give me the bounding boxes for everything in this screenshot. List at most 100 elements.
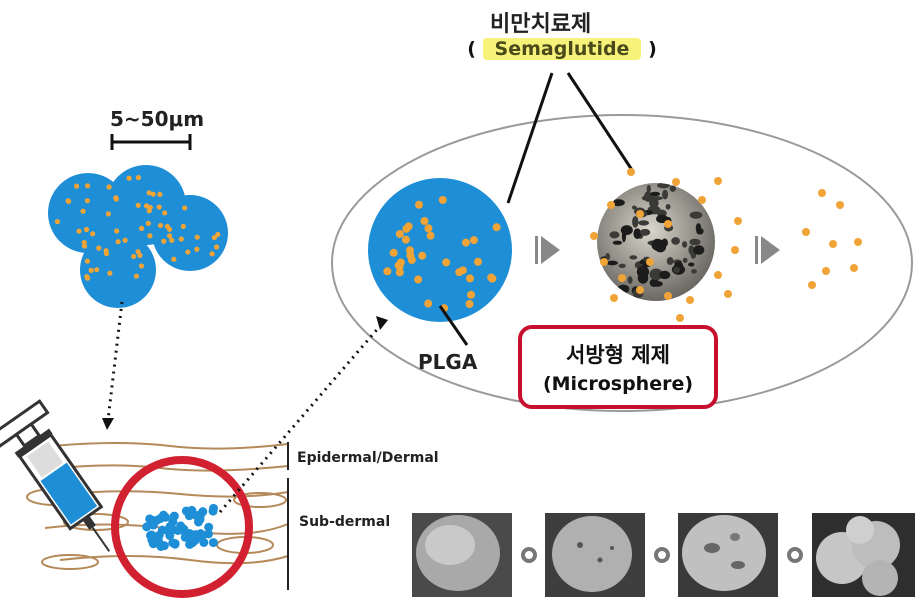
drug-dot: [731, 246, 739, 254]
drug-dot: [94, 267, 100, 273]
drug-open-paren: (: [467, 38, 476, 60]
drug-dot: [600, 258, 608, 266]
microsphere: [181, 506, 191, 516]
pore: [689, 211, 703, 219]
drug-dot: [166, 226, 173, 232]
drug-dot: [209, 251, 215, 257]
drug-dot: [135, 249, 141, 255]
microsphere: [198, 507, 208, 517]
drug-dot: [461, 238, 470, 247]
drug-dot: [467, 290, 476, 299]
drug-dot: [122, 237, 128, 243]
scale-label: 5~50μm: [110, 107, 205, 131]
dotted-arrow-head-down: [102, 418, 114, 430]
injection-site-ring: [111, 456, 253, 598]
sustained-release-box: 서방형 제제 (Microsphere): [518, 325, 718, 409]
drug-dot: [424, 299, 433, 308]
microsphere: [196, 529, 206, 539]
pore: [618, 263, 626, 269]
drug-dot: [150, 191, 156, 197]
pore: [606, 260, 619, 266]
pore: [659, 270, 671, 280]
drug-dot: [383, 267, 392, 276]
drug-dot: [103, 251, 110, 257]
drug-dot: [133, 273, 140, 279]
drug-dot: [130, 253, 137, 260]
dotted-line-diag: [218, 325, 382, 513]
pore: [671, 237, 680, 245]
drug-dot: [83, 226, 90, 233]
arrow-right-2: [761, 236, 780, 264]
injected-microspheres: [142, 503, 219, 551]
arrow-right-1: [541, 236, 560, 264]
microsphere: [159, 541, 169, 551]
drug-dot: [90, 231, 96, 237]
sr-subtitle: (Microsphere): [542, 373, 694, 395]
pore: [631, 205, 637, 210]
drug-dot: [76, 228, 82, 234]
drug-dot: [84, 198, 91, 204]
pore: [691, 269, 697, 274]
drug-dot: [107, 270, 113, 276]
sphere-pores: [600, 183, 705, 299]
drug-dot: [802, 228, 810, 236]
drug-dot: [438, 195, 447, 204]
pore: [649, 196, 663, 201]
drug-dot: [126, 175, 132, 181]
pore: [666, 257, 674, 266]
drug-dot: [734, 217, 742, 225]
drug-dot: [488, 274, 497, 283]
pore: [662, 189, 669, 200]
drug-dot: [65, 198, 71, 204]
drug-dot: [178, 236, 184, 242]
pore: [620, 225, 633, 236]
drug-dot: [194, 246, 200, 252]
drug-dot: [115, 239, 121, 245]
pore: [682, 241, 688, 248]
plga-drug-dots: [383, 195, 501, 313]
drug-dot: [610, 294, 618, 302]
microsphere-3: [152, 195, 228, 271]
microsphere: [165, 531, 175, 541]
drug-dot: [850, 264, 858, 272]
microsphere: [153, 535, 163, 545]
drug-dot: [724, 290, 732, 298]
drug-dot: [455, 268, 464, 277]
drug-dot: [618, 274, 626, 282]
drug-dot: [194, 234, 200, 240]
pore: [633, 228, 642, 239]
microsphere: [181, 528, 191, 538]
drug-dot: [714, 177, 722, 185]
drug-dot: [180, 223, 186, 229]
drug-dot: [169, 237, 175, 243]
drug-dot: [135, 202, 141, 208]
drug-dot: [686, 296, 694, 304]
pore: [627, 276, 633, 284]
drug-dot: [389, 248, 398, 257]
drug-dot: [676, 314, 684, 322]
drug-name-row: ( Semaglutide ): [462, 38, 662, 70]
pore: [649, 278, 659, 287]
pore: [609, 231, 620, 239]
drug-dot: [96, 245, 102, 251]
sr-title: 서방형 제제: [566, 343, 670, 367]
drug-dot: [590, 232, 598, 240]
semaglutide-leader-2: [566, 72, 634, 171]
pore: [605, 252, 611, 261]
drug-dot: [146, 190, 152, 196]
drug-dot: [698, 196, 706, 204]
pore: [656, 214, 669, 224]
drug-dot: [818, 189, 826, 197]
drug-dot: [808, 281, 816, 289]
microsphere: [187, 538, 197, 548]
drug-dot: [84, 258, 91, 264]
drug-close-paren: ): [648, 38, 657, 60]
drug-dot: [161, 238, 167, 244]
drug-dot: [420, 217, 429, 226]
drug-dot: [84, 183, 91, 189]
drug-dot: [84, 273, 90, 280]
pore: [639, 228, 651, 236]
drug-dot: [182, 205, 188, 211]
drug-dot: [215, 231, 221, 238]
drug-dot: [143, 203, 150, 209]
